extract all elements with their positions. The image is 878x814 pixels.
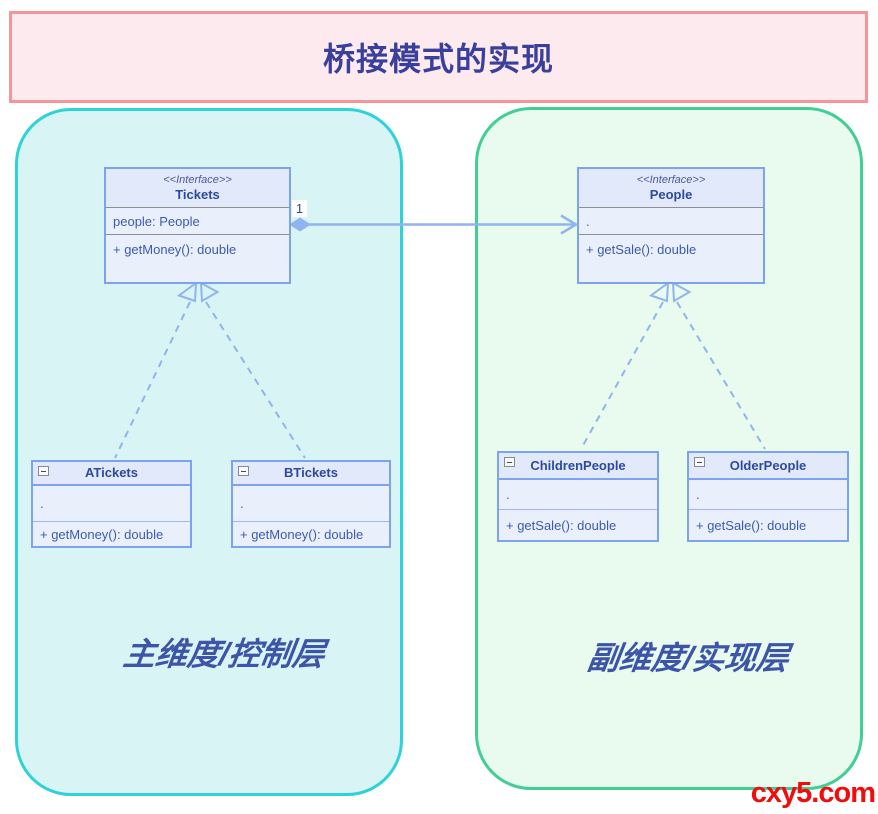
class-method: + getSale(): double — [506, 517, 617, 533]
class-name: People — [649, 187, 693, 202]
class-box-btickets: BTickets . + getMoney(): double — [231, 460, 391, 548]
generalization-arrowhead-tickets-icon — [176, 280, 220, 303]
dashed-line-childrenpeople — [580, 301, 664, 450]
class-name: BTickets — [284, 465, 338, 480]
collapse-minus-icon[interactable] — [694, 457, 705, 467]
aggregation-diamond-icon — [289, 217, 311, 232]
class-method: + getMoney(): double — [40, 526, 164, 542]
class-name: ATickets — [85, 465, 138, 480]
class-method: + getSale(): double — [586, 242, 697, 257]
watermark: cxy5.com — [750, 777, 876, 809]
class-stereotype: <<Interface>> — [163, 174, 232, 186]
dashed-line-olderpeople — [676, 301, 766, 450]
dimension-label-control: 主维度/控制层 — [121, 636, 328, 672]
class-stereotype: <<Interface>> — [636, 174, 706, 186]
class-header: ATickets — [33, 462, 190, 486]
collapse-minus-icon[interactable] — [238, 466, 249, 476]
open-arrowhead-icon — [560, 214, 579, 235]
class-box-childrenpeople: ChildrenPeople . + getSale(): double — [497, 451, 659, 542]
page-title: 桥接模式的实现 — [322, 41, 554, 77]
multiplicity-label: 1 — [292, 200, 307, 217]
collapse-minus-icon[interactable] — [504, 457, 515, 467]
class-attribute: . — [689, 480, 847, 510]
class-box-atickets: ATickets . + getMoney(): double — [31, 460, 192, 548]
class-name: OlderPeople — [729, 457, 807, 473]
title-banner: 桥接模式的实现 — [9, 11, 868, 103]
class-attribute: people: People — [106, 208, 289, 235]
dashed-line-btickets — [205, 301, 306, 459]
class-box-olderpeople: OlderPeople . + getSale(): double — [687, 451, 849, 542]
class-header: OlderPeople — [689, 453, 847, 480]
class-name: ChildrenPeople — [530, 457, 626, 473]
class-header: <<Interface>> Tickets — [106, 169, 289, 208]
class-attribute: . — [233, 486, 389, 522]
class-method: + getSale(): double — [696, 517, 807, 533]
class-header: <<Interface>> People — [579, 169, 763, 208]
class-attribute: . — [33, 486, 190, 522]
class-attribute: . — [579, 208, 763, 235]
collapse-minus-icon[interactable] — [38, 466, 49, 476]
class-header: BTickets — [233, 462, 389, 486]
class-header: ChildrenPeople — [499, 453, 657, 480]
generalization-arrowhead-people-icon — [648, 280, 692, 303]
class-method: + getMoney(): double — [240, 526, 364, 542]
dimension-label-implementation: 副维度/实现层 — [585, 640, 792, 676]
dashed-line-atickets — [114, 301, 191, 459]
class-box-people: <<Interface>> People . + getSale(): doub… — [577, 167, 765, 284]
class-box-tickets: <<Interface>> Tickets people: People + g… — [104, 167, 291, 284]
class-method: + getMoney(): double — [113, 242, 237, 257]
class-attribute: . — [499, 480, 657, 510]
class-name: Tickets — [175, 187, 220, 202]
